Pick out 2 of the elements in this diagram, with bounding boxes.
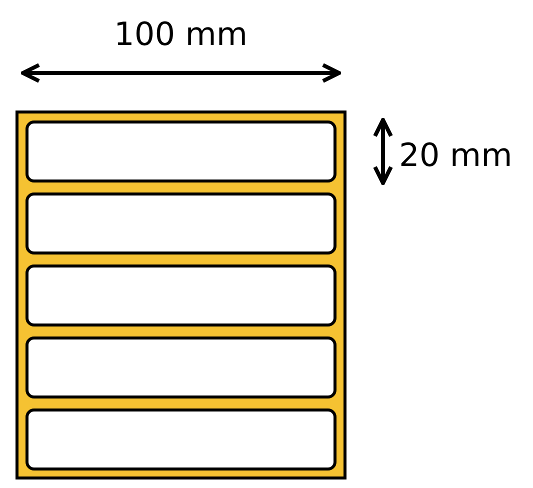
dimension-label: 100 mm	[114, 16, 248, 52]
dimension-label: 20 mm	[399, 137, 512, 173]
